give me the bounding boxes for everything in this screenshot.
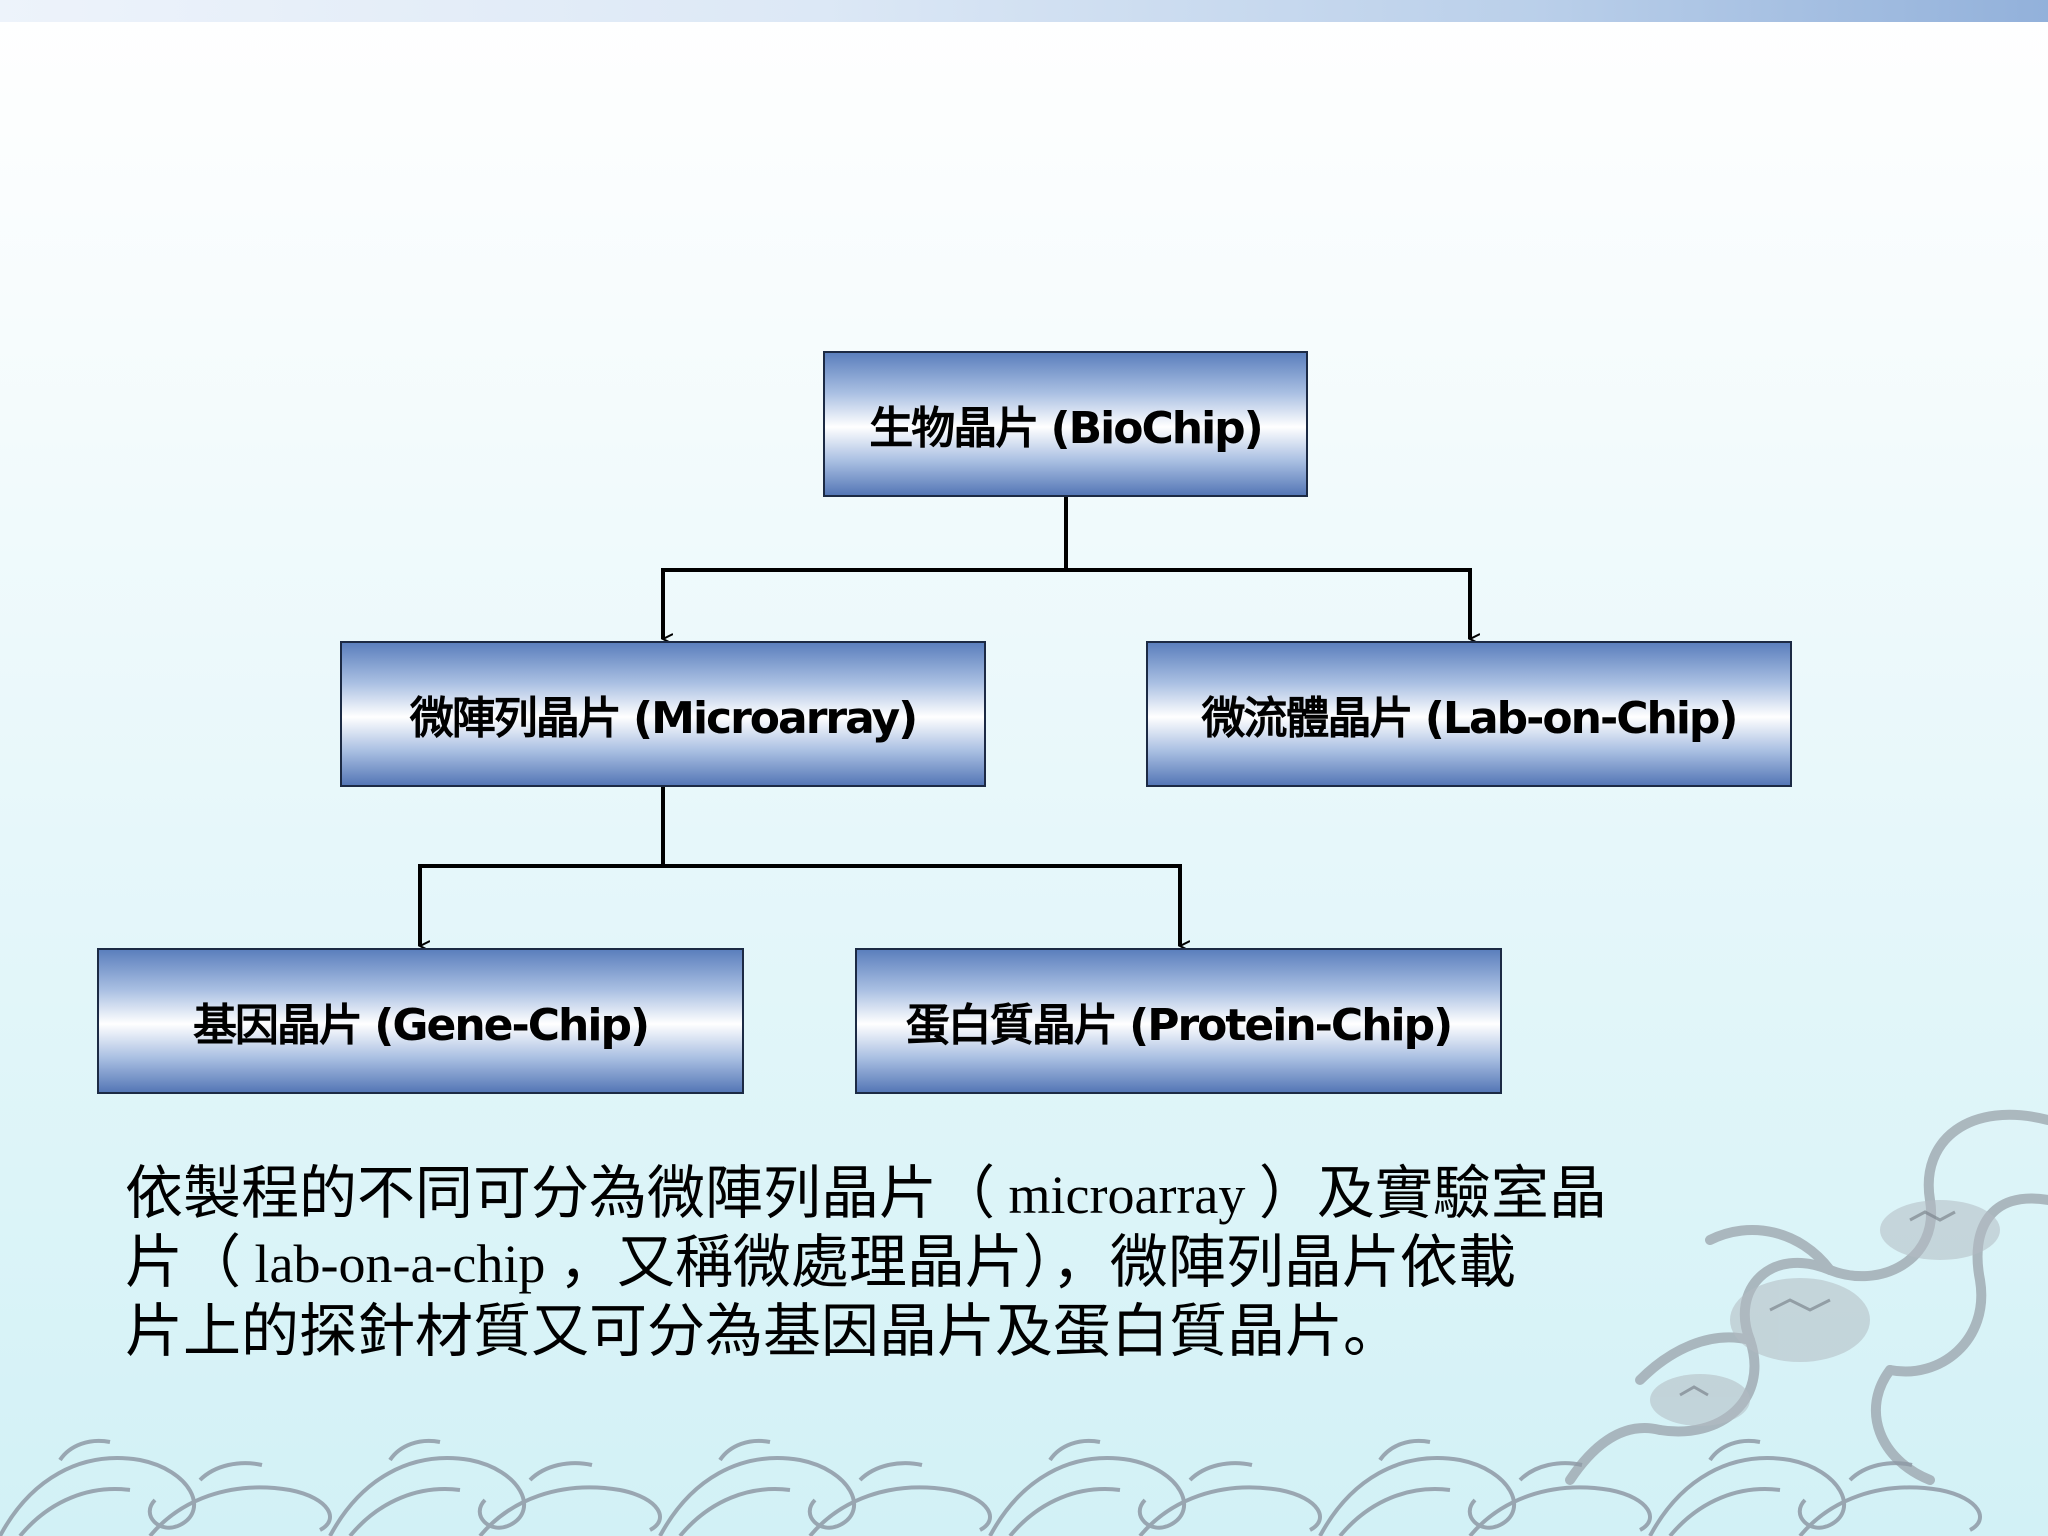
caption-part2: ）及實驗室晶 — [1258, 1159, 1607, 1227]
node-microarray: 微陣列晶片 (Microarray) — [340, 641, 986, 787]
caption-part1: 依製程的不同可分為微陣列晶片（ — [125, 1159, 996, 1227]
node-biochip-label: 生物晶片 (BioChip) — [869, 403, 1264, 454]
caption-part4: ，又稱微處理晶片），微陣列晶片依載 — [558, 1228, 1516, 1296]
caption-text: 依製程的不同可分為微陣列晶片（ microarray ）及實驗室晶 片（ lab… — [125, 1160, 1825, 1365]
node-microarray-label: 微陣列晶片 (Microarray) — [409, 693, 919, 744]
connector-micro-to-protein — [663, 864, 1180, 946]
node-protein-chip-label: 蛋白質晶片 (Protein-Chip) — [905, 1000, 1453, 1051]
node-lab-on-chip-label: 微流體晶片 (Lab-on-Chip) — [1201, 693, 1738, 744]
node-gene-chip: 基因晶片 (Gene-Chip) — [97, 948, 744, 1094]
caption-term-lab-on-a-chip: lab-on-a-chip — [241, 1234, 559, 1294]
top-decorative-bar — [0, 0, 2048, 22]
node-protein-chip: 蛋白質晶片 (Protein-Chip) — [855, 948, 1502, 1094]
dragon-illustration — [1565, 1109, 2048, 1485]
caption-term-microarray: microarray — [995, 1165, 1259, 1225]
node-lab-on-chip: 微流體晶片 (Lab-on-Chip) — [1146, 641, 1792, 787]
caption-part3: 片（ — [125, 1228, 242, 1296]
connector-root-to-micro — [661, 497, 1068, 639]
node-gene-chip-label: 基因晶片 (Gene-Chip) — [192, 1000, 650, 1051]
caption-part5: 片上的探針材質又可分為基因晶片及蛋白質晶片。 — [125, 1297, 1402, 1365]
connector-root-to-lab — [1066, 568, 1470, 639]
connector-micro-to-gene — [418, 787, 665, 946]
wave-pattern — [0, 1438, 1982, 1536]
node-biochip: 生物晶片 (BioChip) — [823, 351, 1308, 497]
